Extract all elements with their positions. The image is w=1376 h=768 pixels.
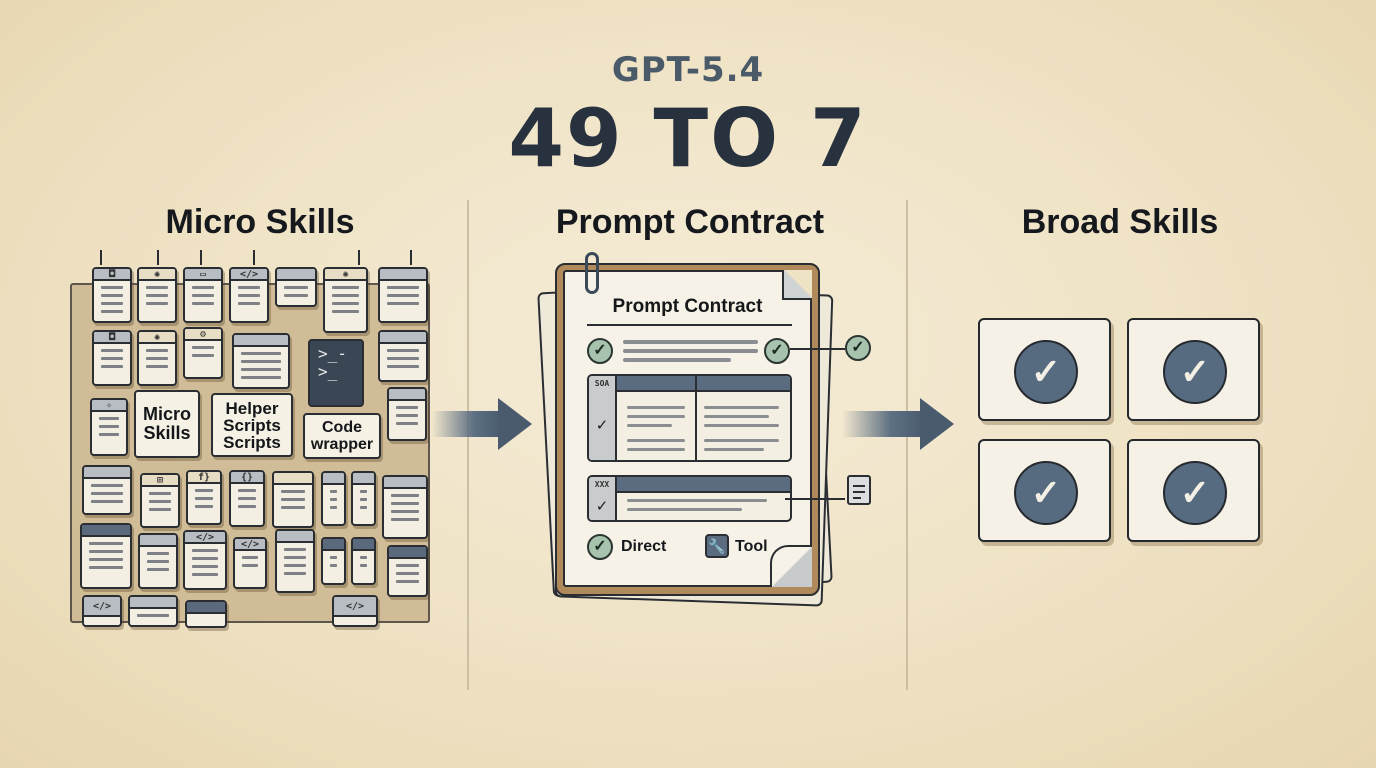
direct-label: Direct bbox=[621, 538, 667, 555]
skill-card bbox=[80, 523, 132, 589]
check-badge-icon: ✓ bbox=[1163, 461, 1227, 525]
check-circle-icon: ✓ bbox=[587, 338, 613, 364]
document-title: Prompt Contract bbox=[612, 296, 763, 317]
skill-card bbox=[378, 330, 428, 382]
skill-card: </> bbox=[183, 530, 227, 590]
skill-card bbox=[387, 387, 427, 441]
check-circle-icon: ✓ bbox=[764, 338, 790, 364]
external-check-icon: ✓ bbox=[845, 335, 871, 361]
skill-card: </> bbox=[82, 595, 122, 627]
broad-skill-tile: ✓ bbox=[978, 318, 1111, 421]
skill-card bbox=[128, 595, 178, 627]
skill-card: ✺ bbox=[137, 330, 177, 386]
skill-card bbox=[275, 267, 317, 307]
arrow-right-icon bbox=[842, 398, 962, 450]
skill-card bbox=[82, 465, 132, 515]
column-title-prompt-contract: Prompt Contract bbox=[555, 203, 825, 241]
skill-card bbox=[321, 471, 346, 526]
page-title: 49 TO 7 bbox=[508, 92, 868, 185]
arrow-right-icon bbox=[432, 398, 532, 450]
contract-table: SOA ✓ bbox=[587, 374, 792, 462]
skill-card bbox=[387, 545, 428, 597]
skill-card: ◘ bbox=[92, 330, 132, 386]
skill-card: ✺ bbox=[137, 267, 177, 323]
folded-corner bbox=[782, 270, 812, 300]
divider-right bbox=[906, 200, 908, 690]
skill-card bbox=[232, 333, 290, 389]
broad-skill-tile: ✓ bbox=[1127, 439, 1260, 542]
direct-check-icon: ✓ bbox=[587, 534, 613, 560]
paperclip-icon bbox=[585, 252, 599, 294]
subtitle: GPT-5.4 bbox=[611, 50, 765, 90]
terminal-card: >_->_ bbox=[308, 339, 364, 407]
connector-line bbox=[785, 498, 845, 500]
skill-card: </> bbox=[229, 267, 269, 323]
column-title-broad-skills: Broad Skills bbox=[1021, 203, 1219, 241]
tool-label: Tool bbox=[735, 538, 768, 555]
skill-card bbox=[351, 471, 376, 526]
skill-card: </> bbox=[233, 537, 267, 589]
document-icon bbox=[847, 475, 871, 505]
skill-card: ▭ bbox=[183, 267, 223, 323]
contract-table-2: XXX ✓ bbox=[587, 475, 792, 522]
skill-card: f} bbox=[186, 470, 222, 525]
skill-card bbox=[351, 537, 376, 585]
skill-card bbox=[275, 529, 315, 593]
broad-skill-tile: ✓ bbox=[1127, 318, 1260, 421]
skill-card: </> bbox=[332, 595, 378, 627]
column-title-micro-skills: Micro Skills bbox=[165, 203, 355, 241]
skill-card bbox=[378, 267, 428, 323]
skill-card: ✧ bbox=[90, 398, 128, 456]
skill-card bbox=[272, 471, 314, 528]
connector-line bbox=[790, 348, 845, 350]
skill-card: ◘ bbox=[92, 267, 132, 323]
divider-left bbox=[467, 200, 469, 690]
skill-card bbox=[138, 533, 178, 589]
skill-card: ⊞ bbox=[140, 473, 180, 528]
skill-card bbox=[185, 600, 227, 628]
page-curl bbox=[770, 545, 812, 587]
skill-card: ✺ bbox=[323, 267, 368, 333]
check-badge-icon: ✓ bbox=[1014, 461, 1078, 525]
skill-card: ⚙ bbox=[183, 327, 223, 379]
skill-card: {} bbox=[229, 470, 265, 527]
skill-card bbox=[382, 475, 428, 539]
wrench-icon: 🔧 bbox=[705, 534, 729, 558]
broad-skill-tile: ✓ bbox=[978, 439, 1111, 542]
check-badge-icon: ✓ bbox=[1014, 340, 1078, 404]
skill-card bbox=[321, 537, 346, 585]
contract-document: Prompt Contract ✓ ✓ SOA ✓ XXX ✓ ✓ Direct… bbox=[563, 270, 812, 587]
check-badge-icon: ✓ bbox=[1163, 340, 1227, 404]
